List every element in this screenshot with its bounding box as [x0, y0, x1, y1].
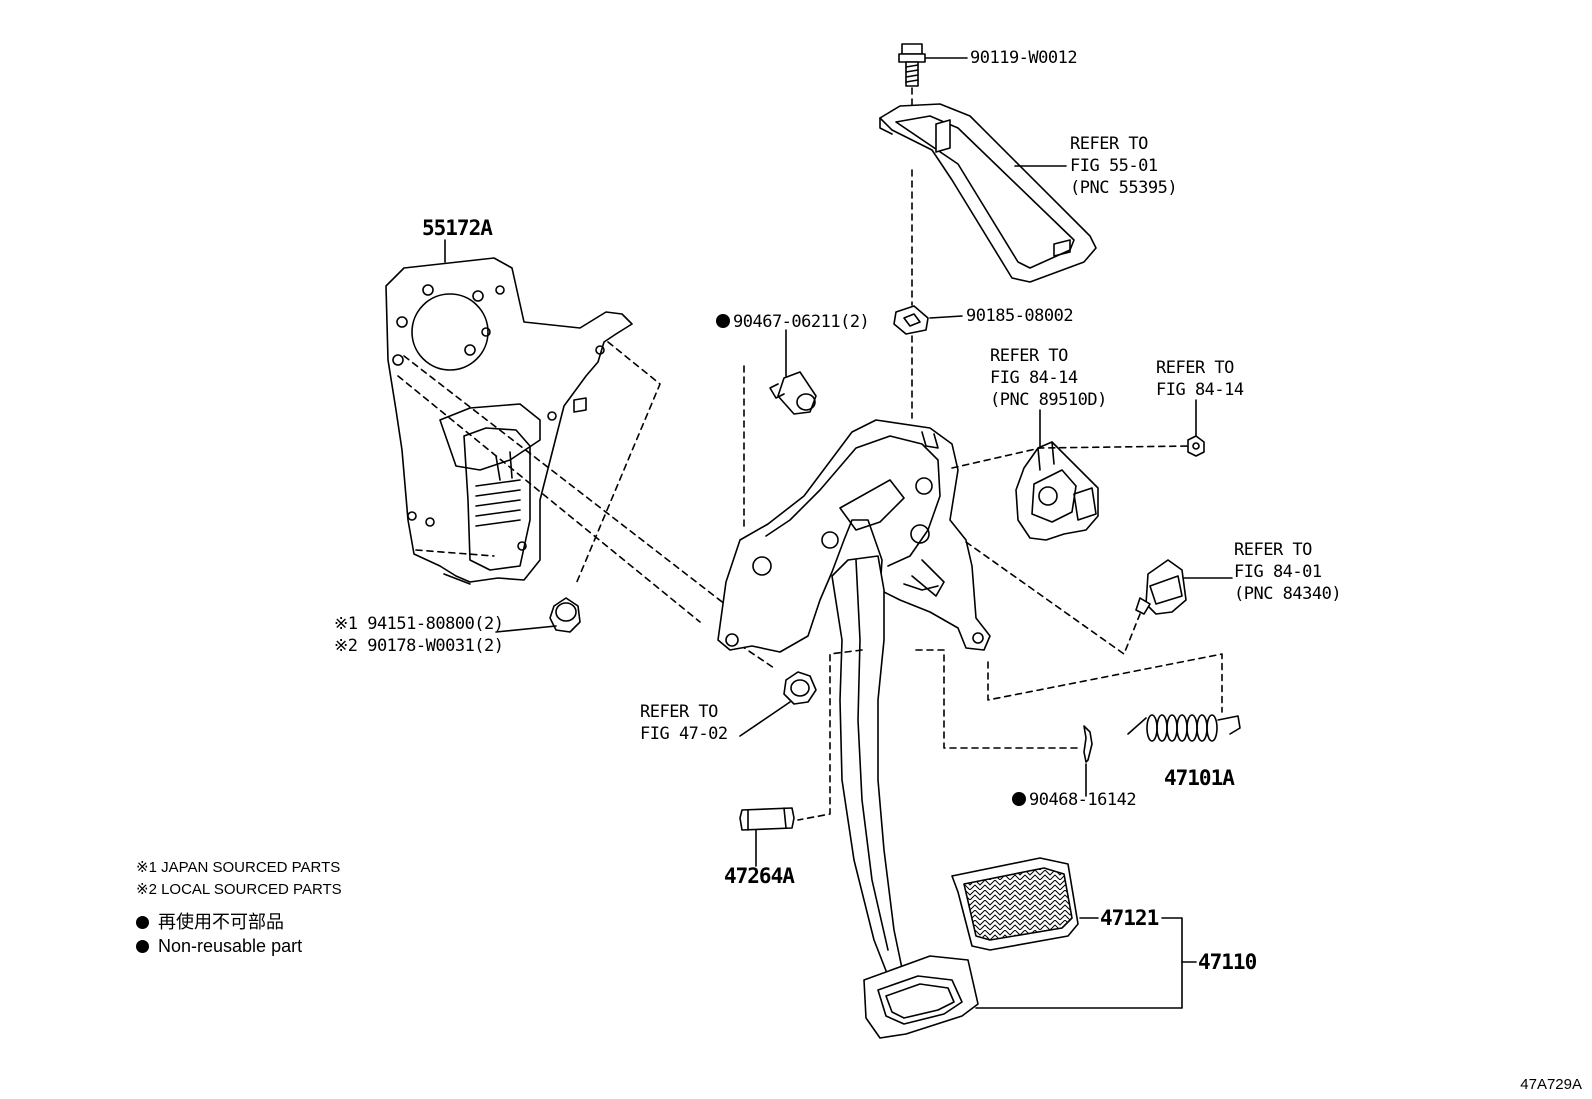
figure-id: 47A729A — [1520, 1076, 1582, 1093]
label-47101a: 47101A — [1164, 766, 1235, 790]
label-refer-8414a-l3: (PNC 89510D) — [990, 390, 1107, 410]
label-55172a: 55172A — [422, 216, 493, 240]
pedal-cover-bracket — [879, 103, 1097, 283]
dashed-bracket-to-pedal — [397, 341, 775, 669]
label-refer-8401-l2: FIG 84-01 — [1234, 562, 1322, 582]
label-47121: 47121 — [1100, 906, 1159, 930]
leader-clip — [929, 315, 963, 319]
label-nut-local: ※2 90178-W0031(2) — [334, 636, 504, 656]
switch-nut — [1187, 435, 1205, 457]
legend-nonreusable-jp: 再使用不可部品 — [136, 910, 284, 934]
leader-nut — [495, 625, 557, 633]
bolt-top — [898, 43, 926, 87]
label-refer-55-l2: FIG 55-01 — [1070, 156, 1158, 176]
label-47110: 47110 — [1198, 950, 1257, 974]
pedal-pad-47121 — [951, 857, 1079, 951]
label-refer-8414b-l1: REFER TO — [1156, 358, 1234, 378]
label-refer-55-l3: (PNC 55395) — [1070, 178, 1178, 198]
label-refer-8414a-l1: REFER TO — [990, 346, 1068, 366]
flange-nut — [549, 597, 581, 633]
bracket-47110 — [975, 917, 1183, 1009]
label-refer-8401-l3: (PNC 84340) — [1234, 584, 1342, 604]
label-refer-55-l1: REFER TO — [1070, 134, 1148, 154]
stop-lamp-switch — [1015, 441, 1099, 541]
label-nut-japan: ※1 94151-80800(2) — [334, 614, 504, 634]
pedal-sensor — [1135, 559, 1187, 615]
label-refer-8414a-l2: FIG 84-14 — [990, 368, 1078, 388]
label-plug-90467: 90467-06211(2) — [716, 312, 870, 332]
pedal-bushing — [783, 671, 817, 705]
legend-japan: ※1 JAPAN SOURCED PARTS — [136, 859, 341, 876]
label-refer-8401-l1: REFER TO — [1234, 540, 1312, 560]
label-refer-4702-l1: REFER TO — [640, 702, 718, 722]
label-47264a: 47264A — [724, 864, 795, 888]
label-pin-90468: 90468-16142 — [1012, 790, 1137, 810]
plug-90467 — [769, 371, 817, 415]
legend-local: ※2 LOCAL SOURCED PARTS — [136, 881, 342, 898]
leader-bushing — [739, 701, 791, 737]
dashed-pedal-to-parts — [797, 649, 1223, 821]
clip-90185 — [893, 305, 929, 335]
pedal-pin — [739, 807, 795, 831]
label-refer-8414b-l2: FIG 84-14 — [1156, 380, 1244, 400]
dashed-switch — [951, 445, 1191, 469]
label-bolt-top: 90119-W0012 — [970, 48, 1078, 68]
clip-pin — [1083, 725, 1093, 763]
legend-nonreusable-en: Non-reusable part — [136, 934, 302, 958]
dashed-sensor — [965, 541, 1141, 655]
brake-pedal-assembly — [717, 419, 991, 1039]
return-spring — [1127, 714, 1241, 742]
pedal-support-bracket — [385, 257, 633, 585]
label-clip-90185: 90185-08002 — [966, 306, 1074, 326]
label-refer-4702-l2: FIG 47-02 — [640, 724, 728, 744]
